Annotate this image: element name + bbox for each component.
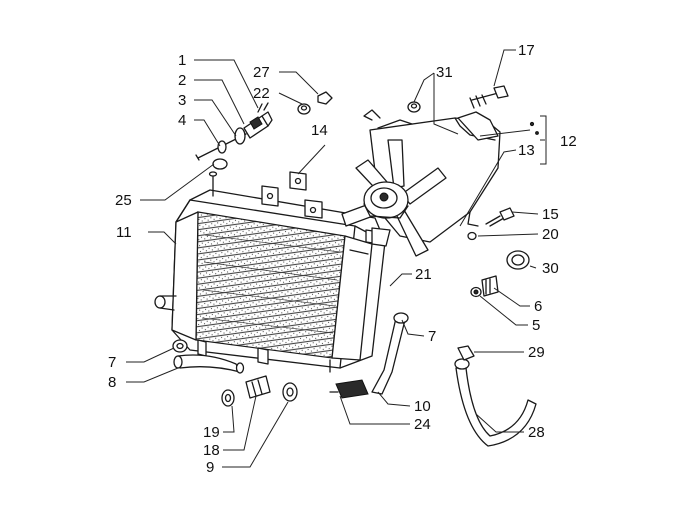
- callout-6: 6: [534, 298, 542, 315]
- hose-part: [173, 312, 537, 447]
- thermoswitch-part: [195, 102, 273, 161]
- callout-17: 17: [518, 42, 535, 59]
- callout-14: 14: [311, 122, 328, 139]
- callout-3: 3: [178, 92, 186, 109]
- callout-31: 31: [436, 64, 453, 81]
- callout-27: 27: [253, 64, 270, 81]
- callout-25: 25: [115, 192, 132, 209]
- bracket-part: [407, 85, 539, 141]
- callout-18: 18: [203, 442, 220, 459]
- callout-24: 24: [414, 416, 431, 433]
- callout-7-left: 7: [108, 354, 116, 371]
- callout-1: 1: [178, 52, 186, 69]
- callout-11: 11: [116, 224, 132, 241]
- callout-9: 9: [206, 459, 214, 476]
- leader-lines: [126, 49, 545, 468]
- callout-29: 29: [528, 344, 545, 361]
- callout-10: 10: [414, 398, 431, 415]
- callout-19: 19: [203, 424, 220, 441]
- callout-7-right: 7: [428, 328, 436, 345]
- callout-22: 22: [253, 85, 270, 102]
- bleed-screw-part: [470, 275, 499, 298]
- callout-30: 30: [542, 260, 559, 277]
- screw-part: [467, 207, 530, 270]
- group-bracket: [540, 115, 547, 165]
- callout-15: 15: [542, 206, 559, 223]
- callout-8: 8: [108, 374, 116, 391]
- callout-4: 4: [178, 112, 186, 129]
- callout-labels: 1 2 3 4 27 22 25 14 11 31 17 12 13 15 20…: [108, 42, 577, 476]
- callout-12: 12: [560, 133, 577, 150]
- nut-part: [212, 91, 333, 170]
- fan-part: [341, 109, 501, 257]
- radiator-part: [154, 171, 386, 373]
- callout-28: 28: [528, 424, 545, 441]
- callout-2: 2: [178, 72, 186, 89]
- bolt-part: [221, 375, 298, 407]
- clamp-part: [172, 339, 188, 353]
- callout-5: 5: [532, 317, 540, 334]
- callout-21: 21: [415, 266, 432, 283]
- callout-13: 13: [518, 142, 535, 159]
- callout-20: 20: [542, 226, 559, 243]
